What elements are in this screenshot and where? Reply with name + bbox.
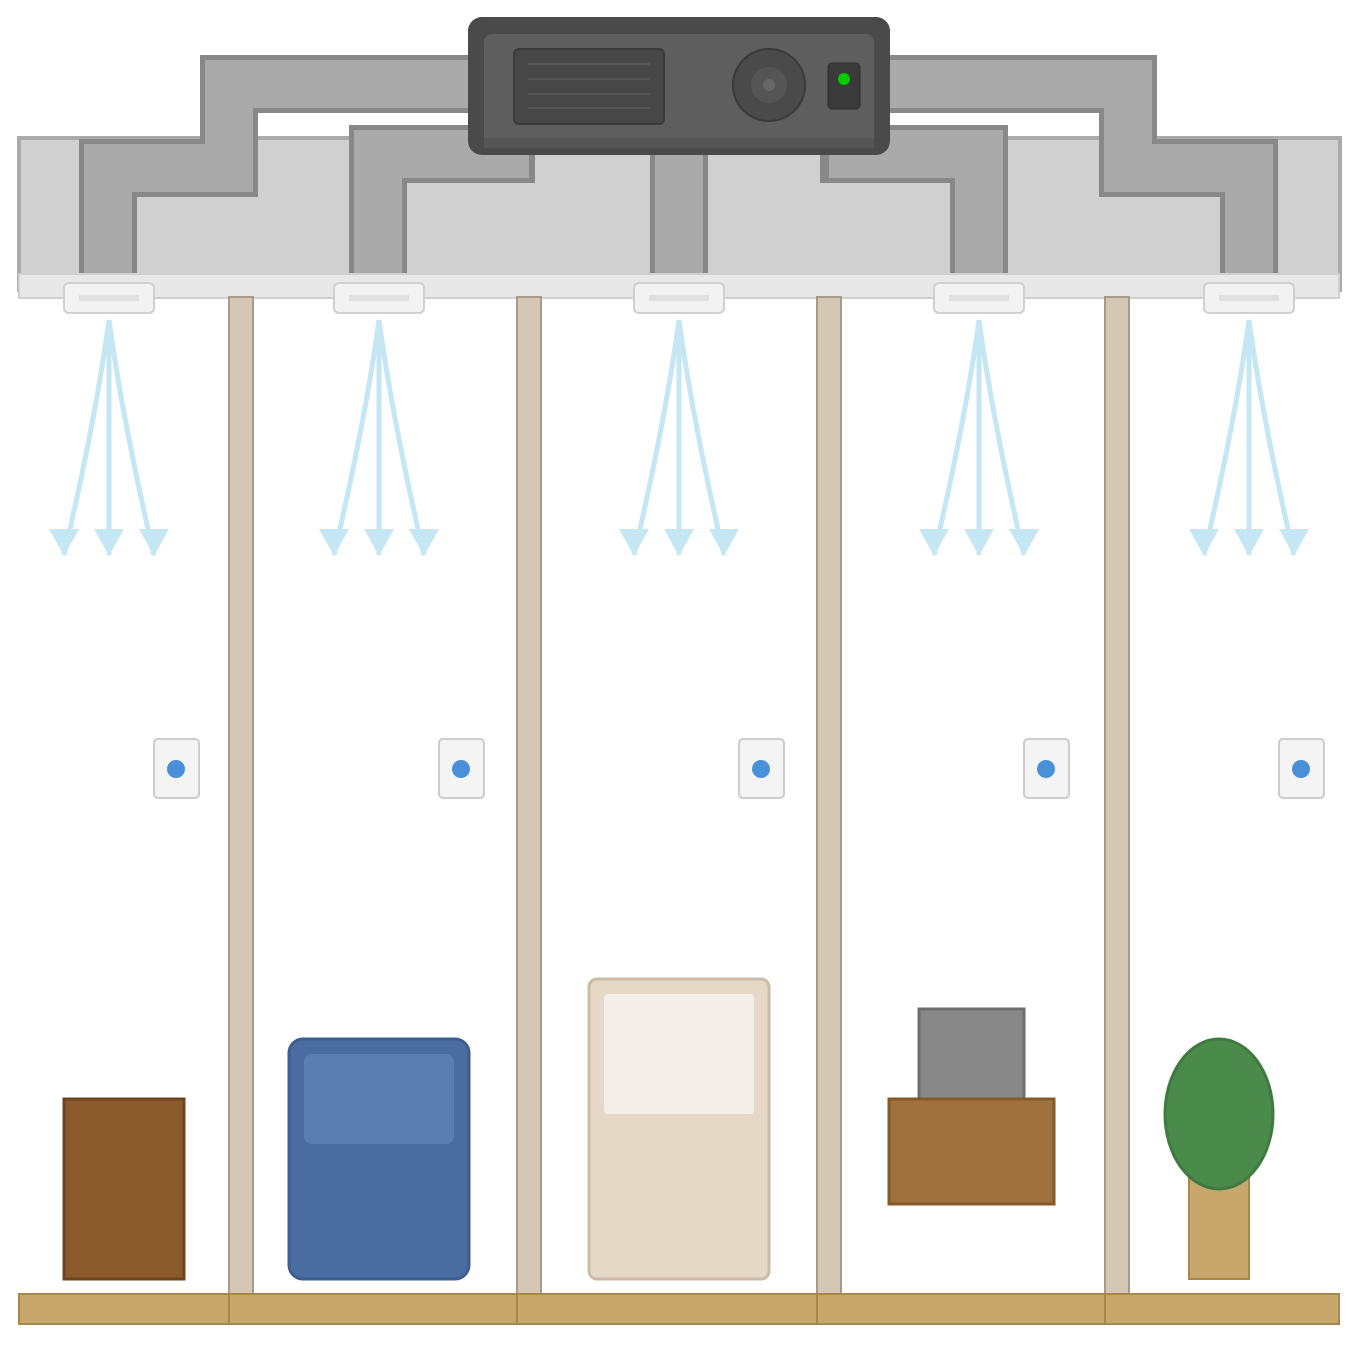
ceiling-diffuser bbox=[333, 282, 425, 314]
power-indicator bbox=[827, 62, 861, 110]
armchair bbox=[287, 1037, 471, 1281]
vent-grille bbox=[513, 48, 665, 125]
floor bbox=[18, 1293, 1340, 1325]
thermostat[interactable] bbox=[1023, 738, 1070, 799]
cabinet bbox=[62, 1097, 186, 1281]
zone-3 bbox=[619, 282, 785, 799]
thermostat[interactable] bbox=[438, 738, 485, 799]
thermostat-indicator-icon bbox=[1037, 760, 1055, 778]
ceiling-diffuser bbox=[933, 282, 1025, 314]
airflow-arrows-icon bbox=[1189, 319, 1309, 556]
thermostat[interactable] bbox=[738, 738, 785, 799]
ceiling-diffuser bbox=[1203, 282, 1295, 314]
thermostat-indicator-icon bbox=[167, 760, 185, 778]
monitor bbox=[917, 1007, 1026, 1101]
desk bbox=[887, 1097, 1056, 1206]
ceiling-diffuser bbox=[633, 282, 725, 314]
ceiling-diffuser bbox=[63, 282, 155, 314]
bed bbox=[587, 977, 771, 1281]
thermostat-indicator-icon bbox=[1292, 760, 1310, 778]
thermostat[interactable] bbox=[1278, 738, 1325, 799]
thermostat[interactable] bbox=[153, 738, 200, 799]
airflow-arrows-icon bbox=[619, 319, 739, 556]
zone-1 bbox=[49, 282, 200, 799]
zone-4 bbox=[919, 282, 1070, 799]
airflow-arrows-icon bbox=[49, 319, 169, 556]
thermostat-indicator-icon bbox=[752, 760, 770, 778]
desk-with-monitor bbox=[887, 1007, 1056, 1206]
walls bbox=[228, 296, 1130, 1325]
thermostat-indicator-icon bbox=[452, 760, 470, 778]
status-led-icon bbox=[838, 73, 850, 85]
hvac-unit bbox=[468, 17, 890, 155]
fan-icon bbox=[732, 48, 806, 122]
zone-2 bbox=[319, 282, 485, 799]
airflow-arrows-icon bbox=[919, 319, 1039, 556]
potted-plant bbox=[1163, 1037, 1275, 1280]
airflow-arrows-icon bbox=[319, 319, 439, 556]
zone-5 bbox=[1189, 282, 1325, 799]
